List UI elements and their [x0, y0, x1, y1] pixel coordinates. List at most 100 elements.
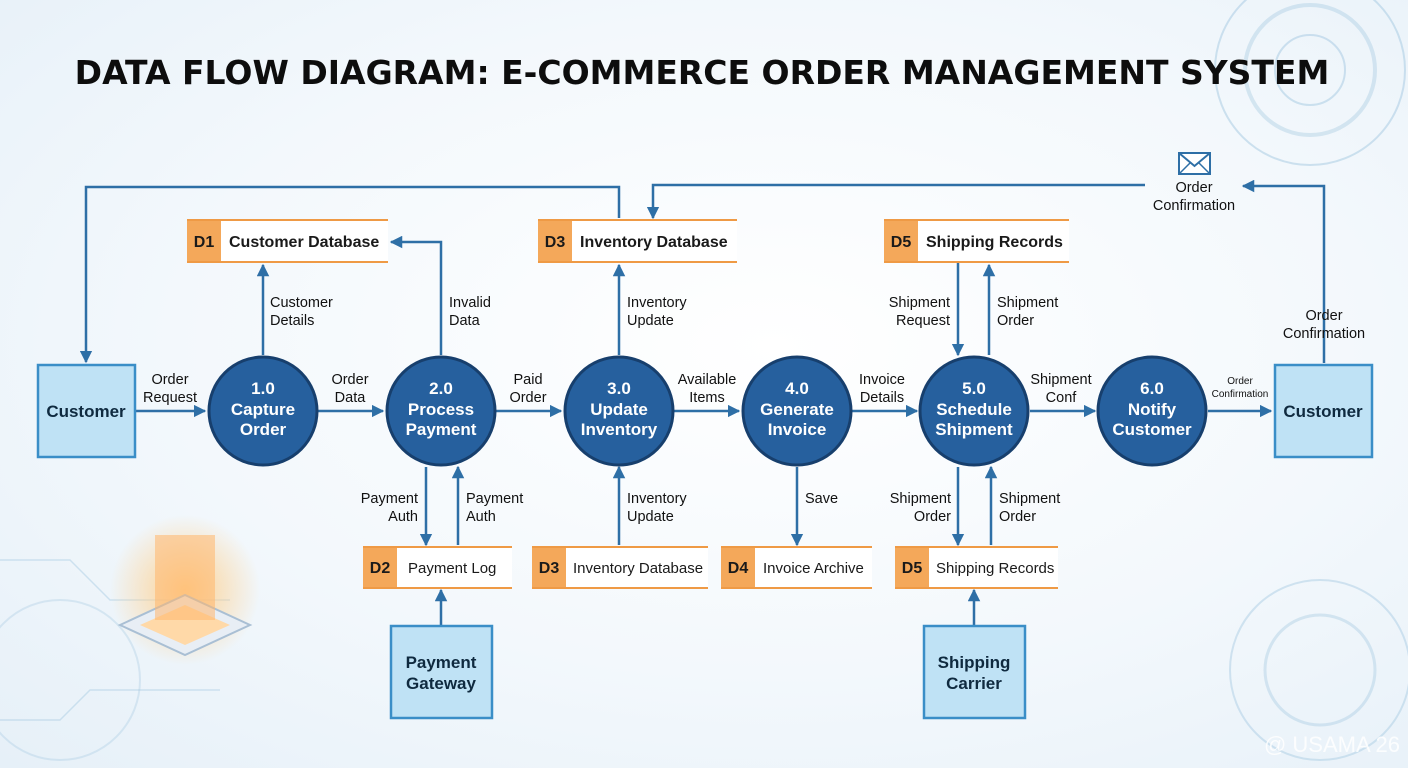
label-available-items-2: Items — [689, 390, 724, 406]
label-customer-details-1: Customer — [270, 295, 333, 311]
label-payment-auth-up-2: Auth — [466, 509, 496, 525]
process-label-line-1: Generate — [760, 400, 834, 419]
store-d1-customer-database: D1 Customer Database — [187, 219, 388, 263]
label-shipment-order-up-2: Order — [999, 509, 1036, 525]
label-shipment-order-top-2: Order — [997, 313, 1034, 329]
chip-icon — [117, 535, 253, 657]
label-shipment-order-down-2: Order — [914, 509, 951, 525]
label-invalid-data-1: Invalid — [449, 295, 491, 311]
store-name: Inventory Database — [573, 560, 703, 577]
label-order-confirmation-right-2: Confirmation — [1283, 326, 1365, 342]
store-d5-shipping-records-top: D5 Shipping Records — [884, 219, 1069, 263]
process-label-line-1: Process — [408, 400, 474, 419]
process-label-line-2: Invoice — [768, 420, 827, 439]
label-order-confirmation-small-1: Order — [1227, 376, 1253, 387]
entity-label: Customer — [46, 402, 126, 421]
label-inventory-update-bottom-1: Inventory — [627, 491, 687, 507]
process-id: 1.0 — [251, 379, 275, 398]
label-shipment-conf-2: Conf — [1046, 390, 1078, 406]
store-name: Inventory Database — [580, 234, 728, 251]
process-label-line-2: Order — [240, 420, 287, 439]
flow-invalid-data — [389, 235, 443, 355]
store-id: D1 — [194, 234, 215, 251]
store-name: Invoice Archive — [763, 560, 864, 577]
flows — [79, 179, 1326, 625]
process-label-line-1: Capture — [231, 400, 295, 419]
entity-label-line-1: Shipping — [938, 653, 1011, 672]
store-d4-invoice-archive: D4 Invoice Archive — [721, 546, 872, 589]
store-name: Customer Database — [229, 234, 379, 251]
entity-payment-gateway: Payment Gateway — [389, 624, 494, 720]
store-id: D5 — [902, 560, 923, 577]
label-shipment-request-2: Request — [896, 313, 950, 329]
label-order-confirmation-small-2: Confirmation — [1212, 389, 1269, 400]
store-id: D4 — [728, 560, 749, 577]
label-order-request-2: Request — [143, 390, 197, 406]
label-shipment-conf-1: Shipment — [1030, 372, 1091, 388]
process-label-line-1: Notify — [1128, 400, 1177, 419]
label-order-request-1: Order — [151, 372, 188, 388]
flow-inventory-to-customer — [79, 185, 621, 364]
envelope-icon — [1178, 152, 1211, 175]
entity-label-line-2: Carrier — [946, 674, 1002, 693]
process-label-line-1: Schedule — [936, 400, 1012, 419]
label-inventory-update-bottom-2: Update — [627, 509, 674, 525]
label-invoice-details-2: Details — [860, 390, 904, 406]
entity-label: Customer — [1283, 402, 1363, 421]
entity-label-line-1: Payment — [406, 653, 477, 672]
process-label-line-1: Update — [590, 400, 648, 419]
label-shipment-request-1: Shipment — [889, 295, 950, 311]
label-shipment-order-up-1: Shipment — [999, 491, 1060, 507]
label-invalid-data-2: Data — [449, 313, 481, 329]
entity-label-line-2: Gateway — [406, 674, 476, 693]
entity-customer-right: Customer — [1273, 363, 1374, 459]
label-payment-auth-down-2: Auth — [388, 509, 418, 525]
label-shipment-order-top-1: Shipment — [997, 295, 1058, 311]
entity-customer-left: Customer — [36, 363, 137, 459]
store-name: Shipping Records — [936, 560, 1054, 577]
label-inventory-update-top-2: Update — [627, 313, 674, 329]
store-name: Payment Log — [408, 560, 496, 577]
process-2-process-payment: 2.0 Process Payment — [385, 355, 497, 467]
process-id: 4.0 — [785, 379, 809, 398]
label-paid-order-2: Order — [509, 390, 546, 406]
label-order-confirmation-top-1: Order — [1175, 180, 1212, 196]
label-inventory-update-top-1: Inventory — [627, 295, 687, 311]
store-id: D3 — [539, 560, 560, 577]
store-name: Shipping Records — [926, 234, 1063, 251]
label-shipment-order-down-1: Shipment — [890, 491, 951, 507]
flow-confirmation-to-inventory — [646, 183, 1145, 220]
store-id: D3 — [545, 234, 566, 251]
process-3-update-inventory: 3.0 Update Inventory — [563, 355, 675, 467]
label-payment-auth-down-1: Payment — [361, 491, 418, 507]
process-label-line-2: Shipment — [935, 420, 1013, 439]
process-5-schedule-shipment: 5.0 Schedule Shipment — [918, 355, 1030, 467]
store-id: D5 — [891, 234, 912, 251]
flow-customer-order-confirmation — [1241, 179, 1326, 363]
label-save: Save — [805, 491, 838, 507]
label-order-data-1: Order — [331, 372, 368, 388]
label-customer-details-2: Details — [270, 313, 314, 329]
entity-shipping-carrier: Shipping Carrier — [922, 624, 1027, 720]
process-label-line-2: Customer — [1112, 420, 1192, 439]
watermark-text: @ USAMA 26 — [1264, 732, 1400, 757]
label-invoice-details-1: Invoice — [859, 372, 905, 388]
page-title: DATA FLOW DIAGRAM: E-COMMERCE ORDER MANA… — [75, 53, 1330, 92]
process-label-line-2: Inventory — [581, 420, 658, 439]
store-d3-inventory-database-bottom: D3 Inventory Database — [532, 546, 708, 589]
label-available-items-1: Available — [678, 372, 737, 388]
label-order-confirmation-right-1: Order — [1305, 308, 1342, 324]
store-d5-shipping-records-bottom: D5 Shipping Records — [895, 546, 1058, 589]
store-d3-inventory-database-top: D3 Inventory Database — [538, 219, 737, 263]
process-id: 2.0 — [429, 379, 453, 398]
process-label-line-2: Payment — [406, 420, 477, 439]
label-paid-order-1: Paid — [513, 372, 542, 388]
label-order-data-2: Data — [335, 390, 367, 406]
store-id: D2 — [370, 560, 391, 577]
process-id: 3.0 — [607, 379, 631, 398]
process-id: 5.0 — [962, 379, 986, 398]
process-1-capture-order: 1.0 Capture Order — [207, 355, 319, 467]
flow-labels: Order Request Order Data Paid Order Avai… — [143, 180, 1365, 525]
